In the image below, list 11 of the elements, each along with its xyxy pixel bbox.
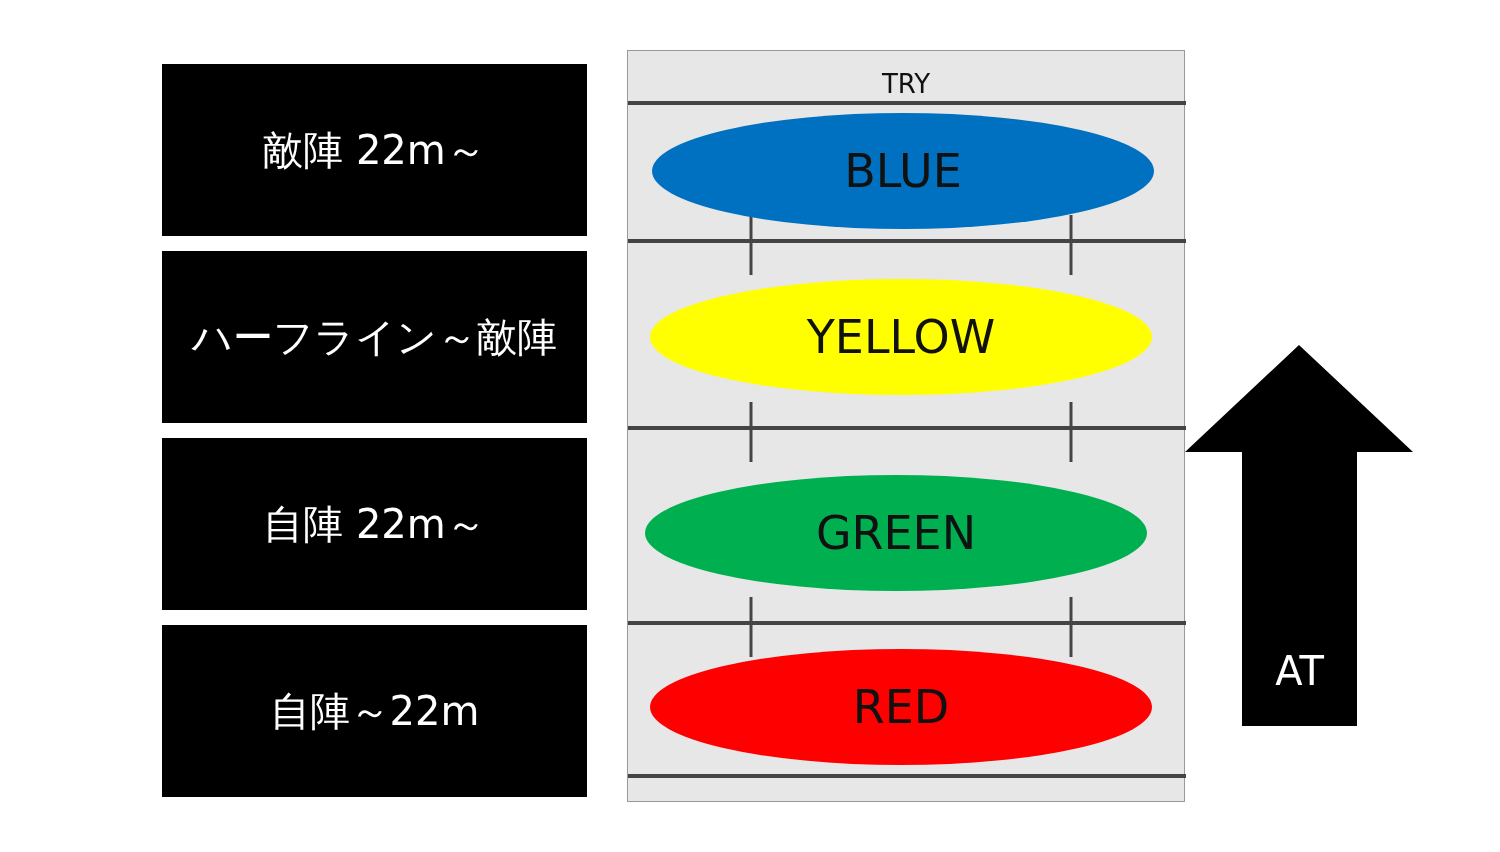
zone-ellipse: YELLOW (650, 279, 1152, 395)
zone-ellipse: RED (650, 649, 1152, 765)
try-line-label: TRY (880, 69, 932, 99)
zone-label-box: 自陣～22m (162, 625, 587, 797)
zone-ellipse: BLUE (652, 113, 1154, 229)
zone-label-box: 敵陣 22m～ (162, 64, 587, 236)
field-panel (627, 50, 1185, 802)
zone-label-box: ハーフライン～敵陣 (162, 251, 587, 423)
arrow-label: AT (1274, 647, 1325, 695)
zone-label-box: 自陣 22m～ (162, 438, 587, 610)
zone-ellipse: GREEN (645, 475, 1147, 591)
